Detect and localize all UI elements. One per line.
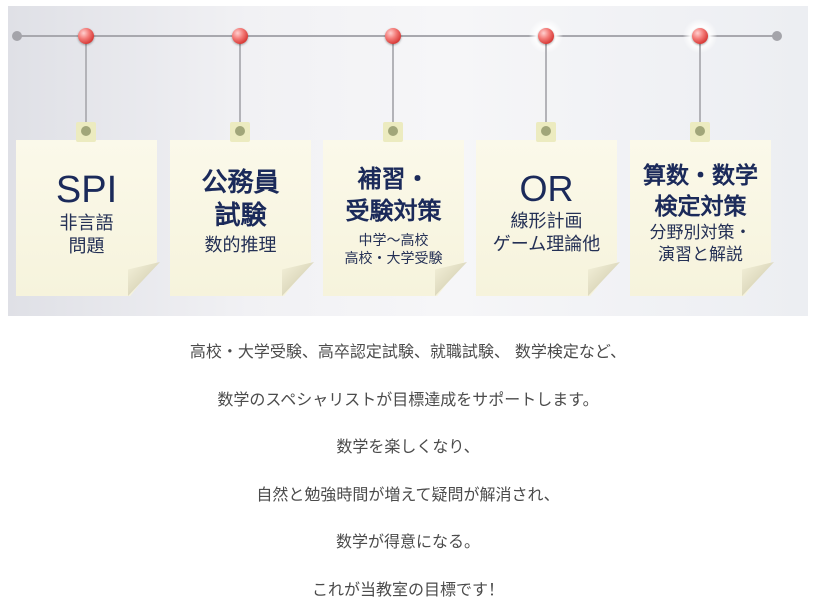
card-subtitle: 分野別対策・ [630, 222, 771, 244]
card-title: 試験 [170, 199, 311, 232]
card-title: 補習・ [323, 164, 464, 196]
clip-icon [76, 122, 96, 142]
intro-line: 自然と勉強時間が増えて疑問が解消され、 [0, 471, 816, 519]
intro-line: これが当教室の目標です！ [0, 566, 816, 613]
pushpin-icon [385, 28, 401, 44]
card-subtitle: 問題 [16, 235, 157, 258]
clip-icon [690, 122, 710, 142]
intro-text: 高校・大学受験、高卒認定試験、就職試験、 数学検定など、 数学のスペシャリストが… [0, 328, 816, 613]
pushpin-icon [692, 28, 708, 44]
pushpin-icon [232, 28, 248, 44]
card-title: 公務員 [170, 166, 311, 199]
card-subtitle: 高校・大学受験 [323, 249, 464, 267]
card-subtitle: 中学〜高校 [323, 231, 464, 249]
intro-line: 高校・大学受験、高卒認定試験、就職試験、 数学検定など、 [0, 328, 816, 376]
services-banner: SPI 非言語 問題 公務員 試験 数的推理 補習・ 受験対策 中学〜高校 高校… [8, 6, 808, 316]
intro-line: 数学を楽しくなり、 [0, 423, 816, 471]
string [392, 40, 394, 126]
intro-line: 数学のスペシャリストが目標達成をサポートします。 [0, 376, 816, 424]
pushpin-icon [78, 28, 94, 44]
card-subtitle: 非言語 [16, 212, 157, 235]
card-title: OR [476, 168, 617, 210]
card-subtitle: 線形計画 [476, 210, 617, 233]
clip-icon [230, 122, 250, 142]
string [699, 40, 701, 126]
card-title: 受験対策 [323, 196, 464, 228]
rail-end-right [772, 31, 782, 41]
pushpin-icon [538, 28, 554, 44]
card-title: SPI [16, 168, 157, 212]
string [545, 40, 547, 126]
clip-icon [383, 122, 403, 142]
card-subtitle: 演習と解説 [630, 244, 771, 266]
intro-line: 数学が得意になる。 [0, 518, 816, 566]
card-subtitle: ゲーム理論他 [476, 233, 617, 256]
card-title: 検定対策 [630, 191, 771, 222]
rail-end-left [12, 31, 22, 41]
string [239, 40, 241, 126]
card-subtitle: 数的推理 [170, 234, 311, 257]
string [85, 40, 87, 126]
clip-icon [536, 122, 556, 142]
card-title: 算数・数学 [630, 160, 771, 191]
